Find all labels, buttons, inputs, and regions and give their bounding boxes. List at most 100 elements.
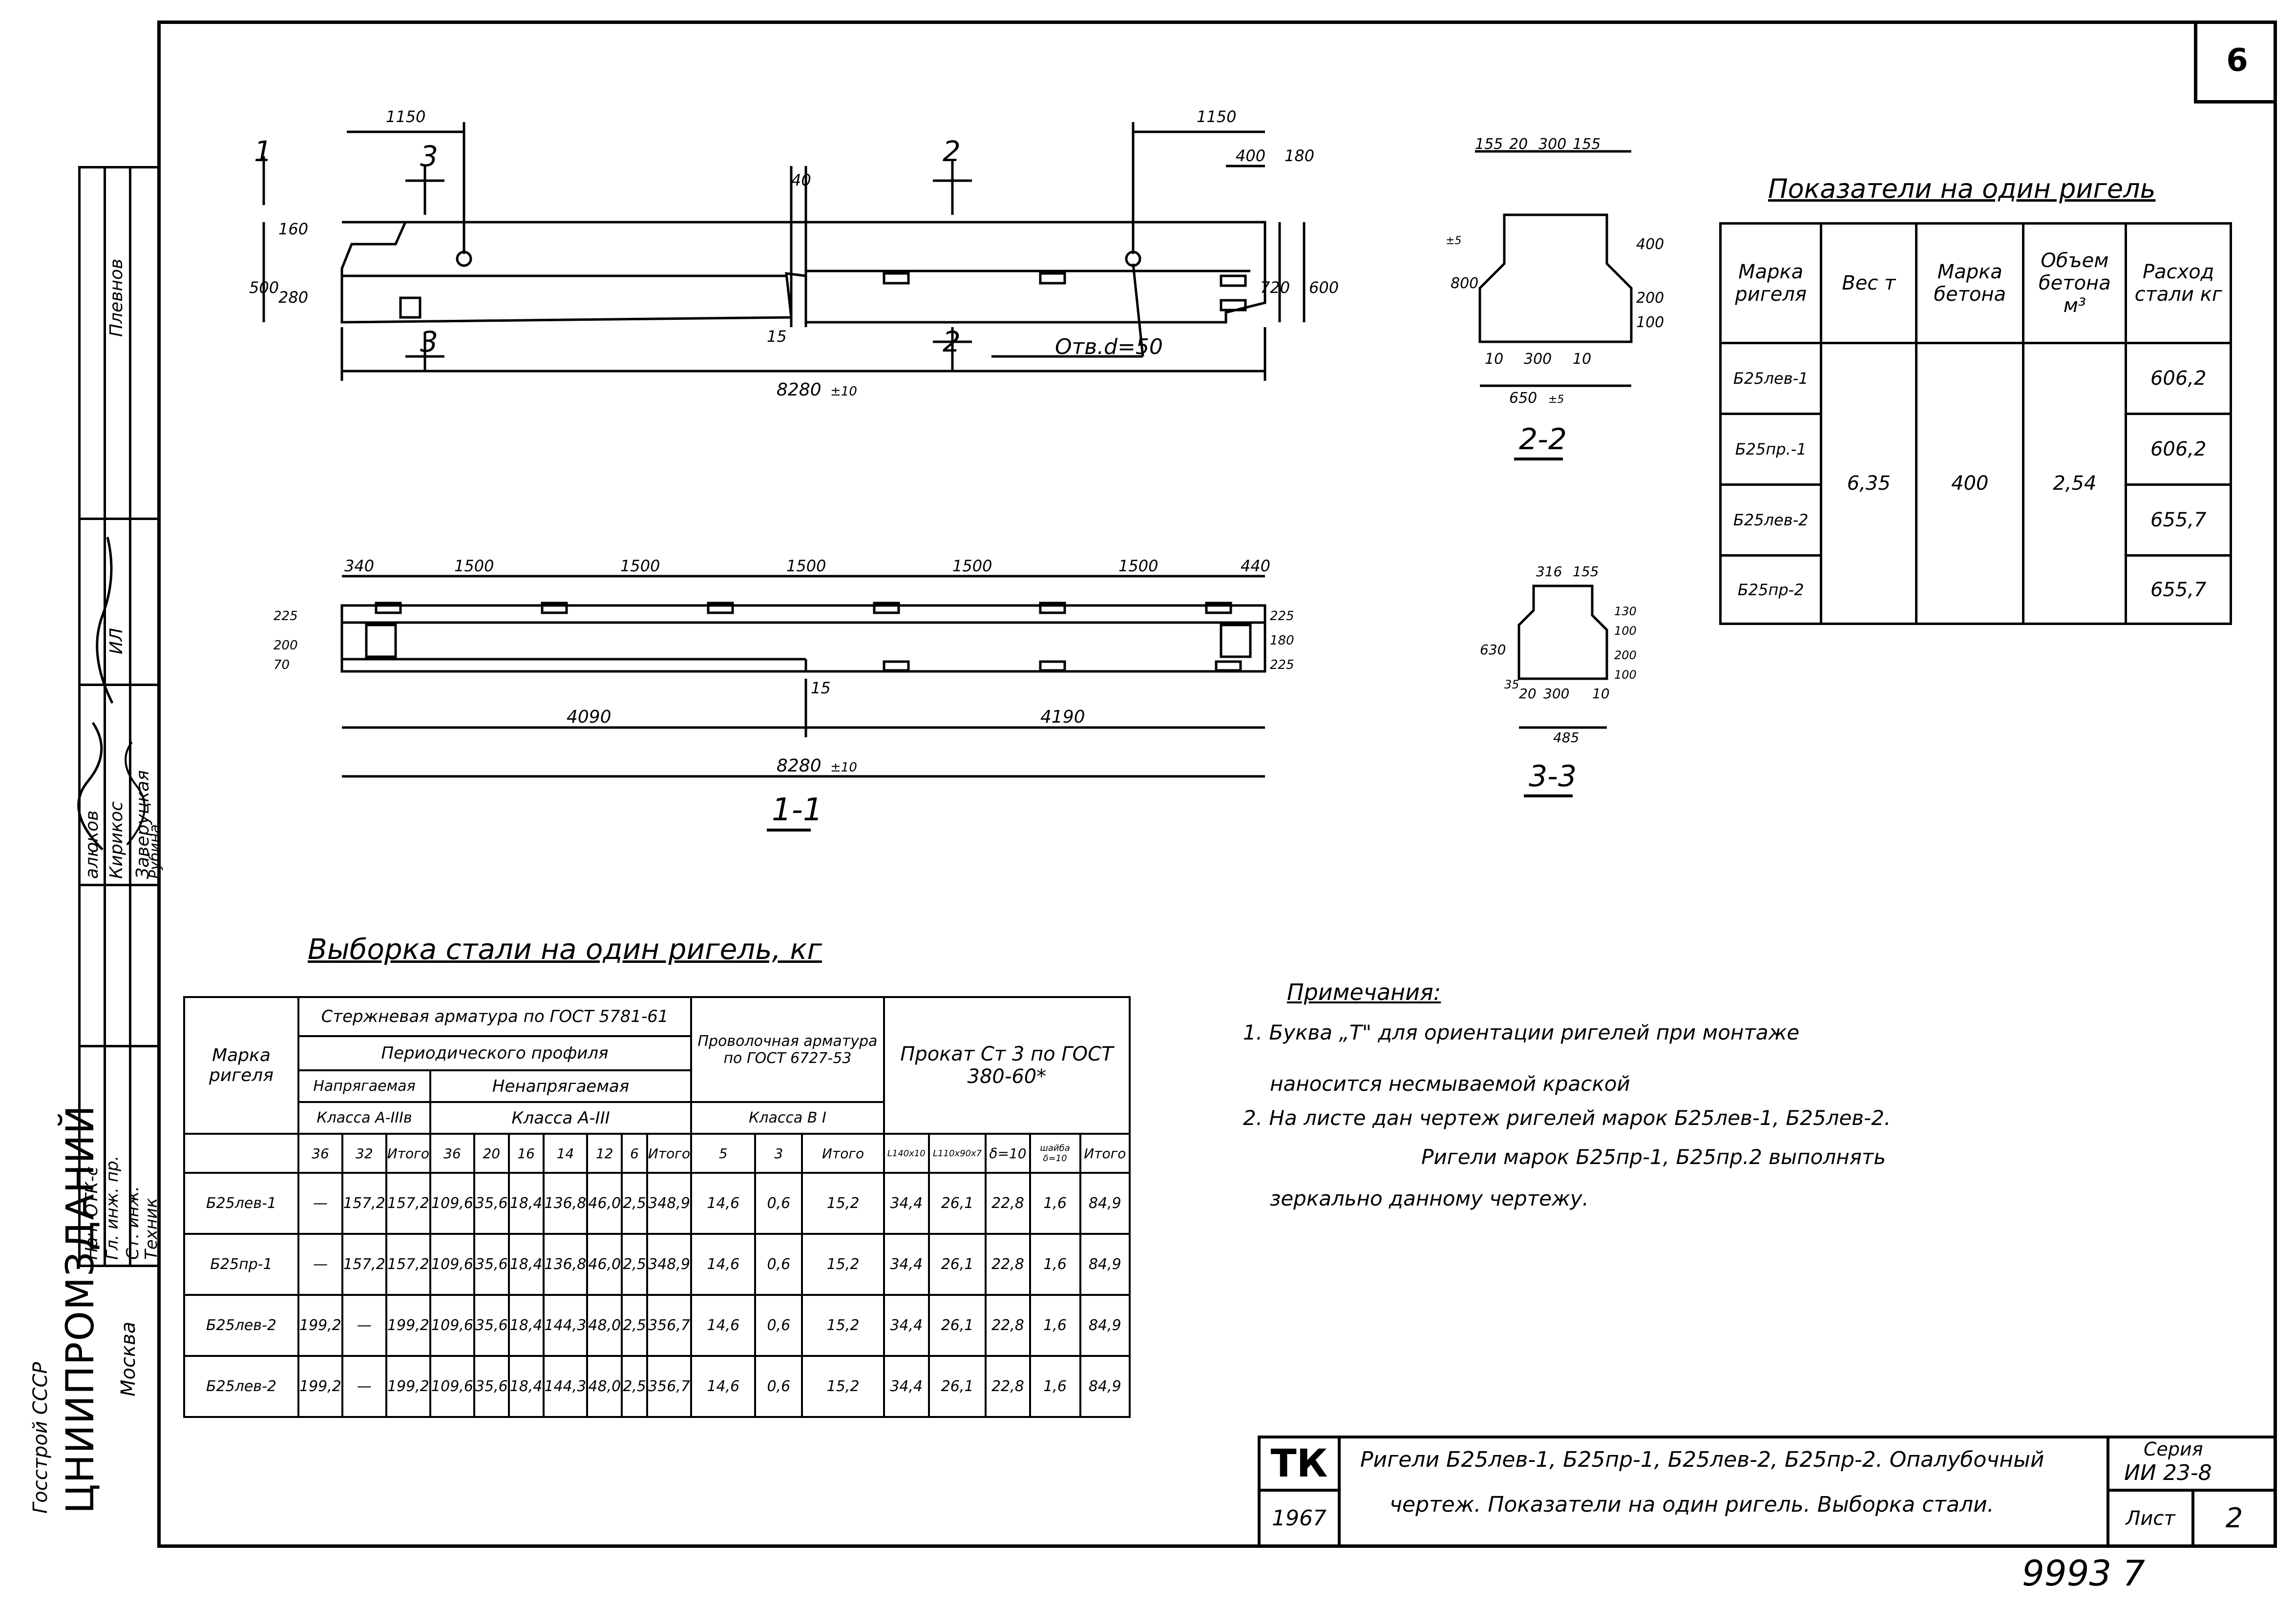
cut-1-label: 1 (254, 135, 272, 168)
s22-top-2: 300 (1538, 136, 1566, 153)
steel-cell: 35,6 (473, 1172, 510, 1235)
indicators-table: Марка ригеля Вес т Марка бетона Объем бе… (1719, 222, 2232, 625)
steel-cell: 109,6 (429, 1355, 475, 1418)
steel-cell: 18,4 (507, 1294, 545, 1357)
steel-cell: 26,1 (927, 1355, 987, 1418)
tb-year: 1967 (1258, 1489, 1341, 1548)
s22-height-tol: ±5 (1446, 235, 1461, 247)
steel-col-header: 14 (542, 1133, 589, 1174)
s22-bot-1: 300 (1524, 351, 1552, 368)
steel-cell: — (341, 1355, 387, 1418)
ind-volume: 2,54 (2022, 342, 2127, 625)
ind-row-mark: Б25лев-2 (1719, 483, 1823, 557)
s22-top-1: 20 (1509, 136, 1528, 153)
plan-total-dim: 8280 (777, 756, 822, 776)
steel-cell: 26,1 (927, 1172, 987, 1235)
cut-2-top: 2 (943, 135, 961, 168)
dim-280: 280 (278, 288, 308, 307)
tb-desc-2: чертеж. Показатели на один ригель. Выбор… (1390, 1492, 1994, 1517)
steel-cell: 1,6 (1029, 1172, 1081, 1235)
steel-cell: 14,6 (690, 1355, 757, 1418)
s22-right-2: 100 (1636, 314, 1664, 331)
ind-h-weight: Вес т (1820, 222, 1918, 344)
steel-cell: 2,5 (621, 1355, 648, 1418)
steel-cell: 199,2 (297, 1355, 343, 1418)
dim-15: 15 (767, 327, 787, 346)
steel-h-rolled: Прокат Ст 3 по ГОСТ 380-60* (883, 996, 1131, 1135)
ind-weight: 6,35 (1820, 342, 1918, 625)
strip-border (78, 166, 81, 1265)
steel-col-header: 12 (586, 1133, 623, 1174)
note-1b: наносится несмываемой краской (1270, 1072, 1630, 1096)
s22-bot-0: 10 (1485, 351, 1503, 368)
plan-left-dim-1: 70 (274, 658, 290, 672)
note-2c: зеркально данному чертежу. (1270, 1187, 1589, 1210)
steel-cell: 84,9 (1079, 1355, 1131, 1418)
plan-right-dim-3: 225 (1270, 658, 1294, 672)
section-3-3-labels: 316 155 20 300 10 485 630 35 130 100 200… (1480, 563, 1637, 793)
strip-row-line (78, 1265, 157, 1267)
steel-cell: 46,0 (586, 1172, 623, 1235)
steel-cell: 348,9 (646, 1172, 693, 1235)
steel-cell: 0,6 (754, 1233, 803, 1296)
steel-col-header: 6 (621, 1133, 648, 1174)
steel-h-rod: Стержневая арматура по ГОСТ 5781-61 (297, 996, 693, 1036)
ind-row-mark: Б25пр-2 (1719, 554, 1823, 625)
s22-width-tol: ±5 (1548, 394, 1564, 406)
sheet-corner-number: 6 (2194, 21, 2277, 104)
dim-400: 400 (1236, 146, 1265, 165)
steel-cell: 14,6 (690, 1294, 757, 1357)
plan-dim-right: 4190 (1040, 707, 1085, 727)
steel-cell: 136,8 (542, 1172, 589, 1235)
steel-cell: 26,1 (927, 1294, 987, 1357)
s22-bot-2: 10 (1573, 351, 1591, 368)
note-2b: Ригели марок Б25пр-1, Б25пр.2 выполнять (1421, 1145, 1886, 1169)
ind-row-mark: Б25пр.-1 (1719, 413, 1823, 486)
ind-row-steel: 655,7 (2125, 483, 2232, 557)
steel-cell: 35,6 (473, 1294, 510, 1357)
strip-divider (104, 166, 106, 1265)
steel-cell: — (297, 1172, 343, 1235)
steel-cell: 356,7 (646, 1355, 693, 1418)
plan-dim-2: 1500 (620, 557, 660, 575)
steel-col-header: Итого (385, 1133, 432, 1174)
plan-dim-0: 340 (344, 557, 374, 575)
steel-cell: 0,6 (754, 1355, 803, 1418)
steel-cell: 0,6 (754, 1294, 803, 1357)
steel-cell: 35,6 (473, 1233, 510, 1296)
s33-top-0: 316 (1536, 563, 1562, 580)
steel-cell: 2,5 (621, 1233, 648, 1296)
stamp-number: 9993 7 (2022, 1553, 2145, 1594)
ind-row-steel: 655,7 (2125, 554, 2232, 625)
steel-cell: 144,3 (542, 1355, 589, 1418)
steel-cell: 1,6 (1029, 1294, 1081, 1357)
steel-col-header: 36 (429, 1133, 475, 1174)
steel-cell: 22,8 (985, 1294, 1031, 1357)
dim-right-1150: 1150 (1197, 107, 1236, 126)
steel-cell: 144,3 (542, 1294, 589, 1357)
section-3-3-label: 3-3 (1529, 759, 1577, 793)
dim-720: 720 (1260, 278, 1290, 297)
strip-row-line (78, 1045, 157, 1047)
org-city: Москва (117, 1321, 140, 1396)
steel-cell: 15,2 (801, 1294, 885, 1357)
s33-right-3: 100 (1614, 668, 1637, 682)
strip-name-top: Плевнов (106, 258, 126, 337)
steel-cell: 2,5 (621, 1172, 648, 1235)
section-2-2-labels: 155 20 300 155 10 300 10 650 ±5 800 ±5 4… (1446, 136, 1664, 457)
ind-h-mark: Марка ригеля (1719, 222, 1823, 344)
dim-left-1150: 1150 (386, 107, 425, 126)
s33-bot-2: 10 (1592, 686, 1610, 702)
plan-view (340, 575, 1266, 778)
steel-cell: 15,2 (801, 1233, 885, 1296)
s33-bot-0: 20 (1519, 686, 1537, 702)
steel-col-header: 20 (473, 1133, 510, 1174)
steel-row-mark: Б25лев-2 (183, 1294, 299, 1357)
dim-600: 600 (1309, 278, 1339, 297)
s22-height: 800 (1451, 275, 1478, 292)
steel-cell: 18,4 (507, 1355, 545, 1418)
steel-cell: 199,2 (297, 1294, 343, 1357)
steel-h-class-pre: Класса А-IIIв (297, 1101, 432, 1135)
tb-series-value: ИИ 23-8 (2124, 1460, 2212, 1485)
steel-cell: 199,2 (385, 1294, 432, 1357)
